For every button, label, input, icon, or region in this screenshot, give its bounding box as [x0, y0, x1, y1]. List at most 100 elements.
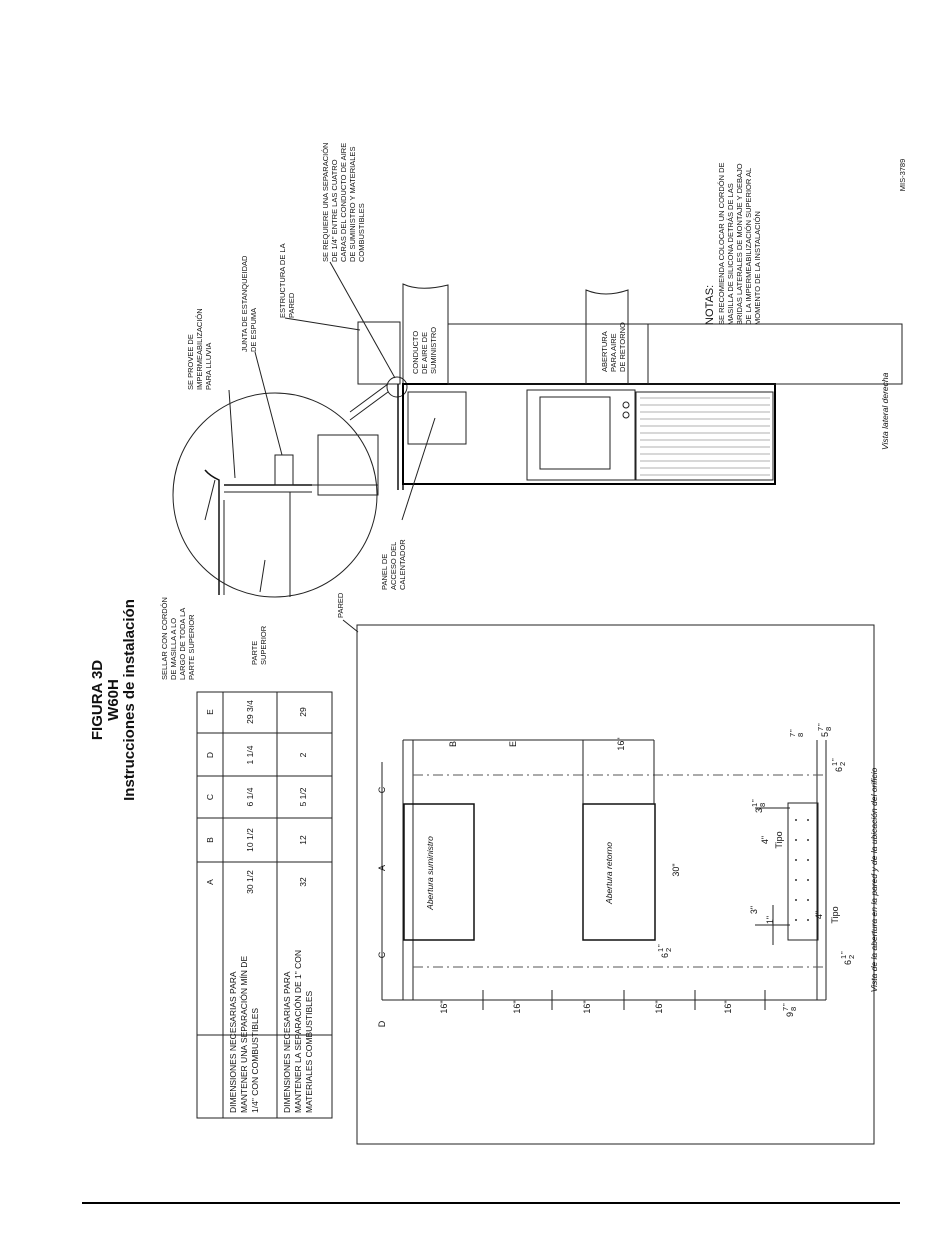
svg-text:MOMENTO DE LA INSTALACIÓN: MOMENTO DE LA INSTALACIÓN	[753, 211, 762, 325]
dim-16-top: 16"	[616, 737, 626, 750]
callout-se-provee: SE PROVEE DE IMPERMEABILIZACIÓN PARA LLU…	[186, 308, 213, 390]
dim-nine-eighths: 9 7 8 "	[781, 1003, 798, 1017]
svg-text:SE REQUIERE UNA SEPARACIÓN: SE REQUIERE UNA SEPARACIÓN	[321, 143, 330, 262]
dim-three-eighths: 3 1 8 "	[750, 799, 767, 813]
wall-frame	[356, 624, 875, 1145]
svg-text:DE ESPUMA: DE ESPUMA	[249, 308, 258, 352]
callout-conducto: CONDUCTO DE AIRE DE SUMINISTRO	[411, 327, 438, 374]
dim-b: B	[448, 741, 458, 747]
side-view-caption: Vista lateral derecha	[880, 372, 890, 450]
callout-sellar: SELLAR CON CORDÓN DE MASILLA A LO LARGO …	[160, 597, 196, 680]
svg-text:DE 1/4" ENTRE LAS CUATRO: DE 1/4" ENTRE LAS CUATRO	[330, 159, 339, 262]
table-header-c: C	[205, 794, 215, 800]
return-opening-label: Abertura retorno	[604, 842, 614, 905]
dim-e: E	[508, 741, 518, 747]
table-cell: 1 1/4	[245, 745, 255, 764]
svg-text:JUNTA DE ESTANQUEIDAD: JUNTA DE ESTANQUEIDAD	[240, 255, 249, 352]
dim-16: 16"	[439, 1000, 449, 1013]
svg-text:2: 2	[838, 762, 847, 766]
svg-text:PARA AIRE: PARA AIRE	[609, 333, 618, 372]
svg-text:CARAS DEL CONDUCTO DE AIRE: CARAS DEL CONDUCTO DE AIRE	[339, 143, 348, 262]
svg-text:MASILLA DE SILICONA DETRÁS DE: MASILLA DE SILICONA DETRÁS DE LAS	[726, 183, 735, 325]
table-cell: 29	[298, 707, 308, 717]
dimension-table: A B C D E DIMENSIONES NECESARIAS PARA MA…	[196, 691, 333, 1119]
svg-text:6: 6	[660, 953, 670, 958]
table-cell: 5 1/2	[298, 787, 308, 806]
svg-text:DIMENSIONES NECESARIAS PARA: DIMENSIONES NECESARIAS PARA	[228, 971, 238, 1113]
dim-tipo-left: Tipo	[830, 906, 840, 923]
svg-text:MATERIALES COMBUSTIBLES: MATERIALES COMBUSTIBLES	[304, 990, 314, 1113]
svg-text:BRIDAS LATERALES DE MONTAJE Y: BRIDAS LATERALES DE MONTAJE Y DEBAJO	[735, 163, 744, 325]
svg-text:DE AIRE DE: DE AIRE DE	[420, 332, 429, 374]
callout-parte-superior: PARTE SUPERIOR	[250, 625, 268, 665]
svg-text:SUMINISTRO: SUMINISTRO	[429, 327, 438, 374]
svg-text:SELLAR CON CORDÓN: SELLAR CON CORDÓN	[160, 597, 169, 680]
svg-text:": "	[816, 723, 825, 726]
svg-text:9: 9	[785, 1012, 795, 1017]
dim-d: D	[377, 1020, 387, 1027]
svg-text:DIMENSIONES NECESARIAS PARA: DIMENSIONES NECESARIAS PARA	[282, 971, 292, 1113]
svg-text:3: 3	[754, 808, 764, 813]
dim-tipo-right: Tipo	[774, 831, 784, 848]
svg-text:1: 1	[830, 762, 839, 766]
dim-4-right: 4"	[760, 836, 770, 844]
svg-text:SUPERIOR: SUPERIOR	[259, 625, 268, 665]
svg-text:1: 1	[839, 955, 848, 959]
dim-c-left: C	[377, 951, 387, 958]
dim-six-half-left: 6 1 2 "	[656, 944, 673, 958]
dim-3: 3"	[749, 906, 759, 914]
dim-4-left: 4"	[814, 911, 824, 919]
svg-text:8: 8	[758, 803, 767, 807]
svg-text:6: 6	[843, 960, 853, 965]
dim-seven-eighths: 7 8 "	[788, 729, 805, 737]
figure-model: W60H	[105, 679, 122, 721]
table-row-1-label: DIMENSIONES NECESARIAS PARA MANTENER UNA…	[228, 956, 260, 1113]
svg-text:PANEL DE: PANEL DE	[380, 554, 389, 590]
notes-block: NOTAS: SE RECOMIENDA COLOCAR UN CORDÓN D…	[704, 162, 762, 325]
svg-text:": "	[781, 1003, 790, 1006]
svg-text:PARTE: PARTE	[250, 641, 259, 665]
svg-text:1: 1	[656, 948, 665, 952]
dim-six-half-right: 6 1 2 "	[830, 758, 847, 772]
svg-text:": "	[656, 944, 665, 947]
svg-text:PARTE SUPERIOR: PARTE SUPERIOR	[187, 614, 196, 680]
wall-opening-drawing	[356, 624, 875, 1145]
dim-30: 30"	[671, 863, 681, 876]
table-row-2-label: DIMENSIONES NECESARIAS PARA MANTENER LA …	[282, 950, 314, 1113]
dim-16: 16"	[654, 1000, 664, 1013]
dim-six-half-bottom: 6 1 2 "	[839, 951, 856, 965]
callout-estructura: ESTRUCTURA DE LA PARED	[278, 243, 296, 318]
svg-text:ESTRUCTURA DE LA: ESTRUCTURA DE LA	[278, 243, 287, 318]
table-cell: 6 1/4	[245, 787, 255, 806]
table-cell: 2	[298, 752, 308, 757]
supply-opening-label: Abertura suministro	[425, 836, 435, 911]
side-view-drawing	[172, 261, 903, 633]
mounting-strip	[787, 802, 819, 941]
svg-text:PARED: PARED	[287, 292, 296, 318]
callout-junta: JUNTA DE ESTANQUEIDAD DE ESPUMA	[240, 255, 258, 352]
figure-title-block: FIGURA 3D W60H Instrucciones de instalac…	[89, 599, 138, 801]
svg-text:MANTENER UNA SEPARACIÓN MÍN DE: MANTENER UNA SEPARACIÓN MÍN DE	[239, 956, 249, 1113]
svg-text:8: 8	[789, 1007, 798, 1011]
svg-text:6: 6	[834, 767, 844, 772]
svg-text:PARA LLUVIA: PARA LLUVIA	[204, 343, 213, 390]
svg-text:8: 8	[796, 733, 805, 737]
return-duct	[585, 289, 629, 385]
svg-text:2: 2	[664, 948, 673, 952]
table-header-d: D	[205, 752, 215, 758]
svg-text:DE SUMINISTRO Y MATERIALES: DE SUMINISTRO Y MATERIALES	[348, 147, 357, 262]
dim-1: 1"	[765, 916, 775, 924]
svg-text:": "	[788, 729, 797, 732]
svg-text:7: 7	[788, 733, 797, 737]
dim-16: 16"	[723, 1000, 733, 1013]
table-header-b: B	[205, 837, 215, 843]
callout-abertura-aire: ABERTURA PARA AIRE DE RETORNO	[600, 322, 627, 372]
doc-number: MIS-3789	[898, 159, 907, 192]
svg-text:MANTENER LA SEPARACIÓN DE 1" C: MANTENER LA SEPARACIÓN DE 1" CON	[293, 950, 303, 1113]
table-cell: 10 1/2	[245, 828, 255, 852]
svg-text:CONDUCTO: CONDUCTO	[411, 331, 420, 374]
svg-text:ACCESO DEL: ACCESO DEL	[389, 542, 398, 590]
svg-text:": "	[750, 799, 759, 802]
dim-16: 16"	[512, 1000, 522, 1013]
table-header-e: E	[205, 709, 215, 715]
